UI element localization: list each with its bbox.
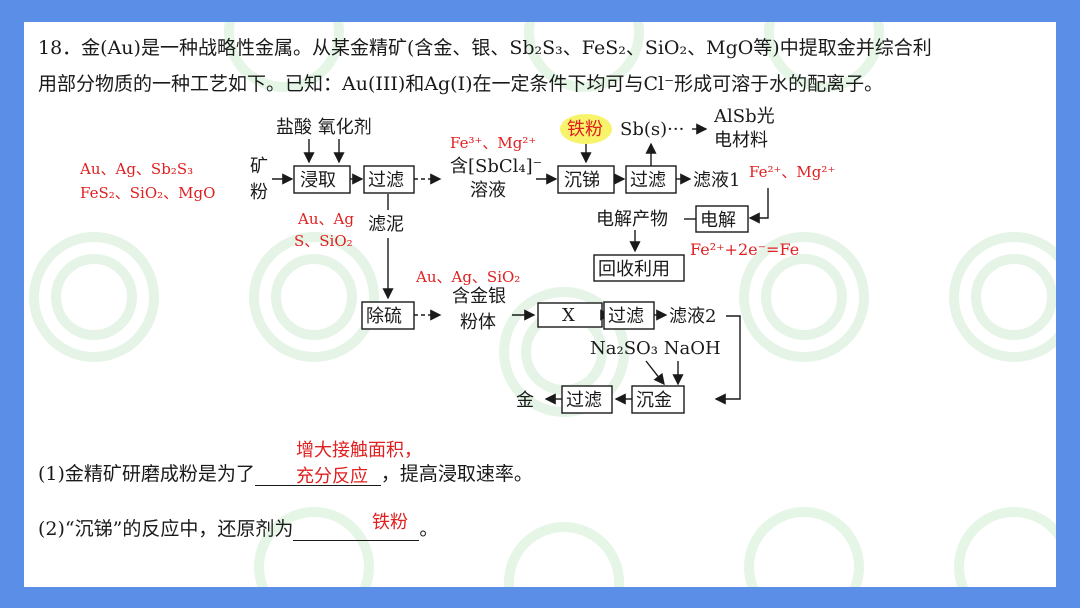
sludge-composition-2: S、SiO₂ [294, 232, 353, 250]
filtrate-1-label: 滤液1 [693, 170, 740, 191]
leachate-ions: Fe³⁺、Mg²⁺ [450, 134, 536, 152]
q1-blank[interactable] [254, 463, 381, 486]
q2-blank[interactable] [293, 518, 420, 541]
filtrate-2-label: 滤液2 [669, 306, 716, 327]
q1-answer-line2: 充分反应 [296, 466, 368, 487]
q2-suffix: 。 [419, 518, 439, 540]
question-1: (1)金精矿研磨成粉是为了 ，提高浸取速率。 [38, 459, 533, 486]
desulfurize-box: 除硫 [361, 301, 415, 330]
powder-label-2: 粉体 [460, 312, 496, 333]
ore-composition-line1: Au、Ag、Sb₂S₃ [79, 160, 193, 178]
ore-composition-line2: FeS₂、SiO₂、MgO [80, 184, 215, 202]
svg-text:过滤: 过滤 [368, 170, 404, 191]
question-2: (2)“沉锑”的反应中，还原剂为 。 [38, 514, 438, 541]
filter-box-1: 过滤 [363, 165, 415, 194]
svg-text:沉金: 沉金 [636, 390, 672, 411]
filter-box-2: 过滤 [625, 165, 677, 194]
q1-prefix: (1)金精矿研磨成粉是为了 [38, 463, 255, 485]
alsb-label-1: AlSb光 [713, 106, 775, 127]
solution-label-1: 含[SbCl₄]⁻ [450, 156, 542, 177]
precipitate-sb-box: 沉锑 [557, 165, 615, 194]
leach-box: 浸取 [293, 165, 351, 194]
reagents-hcl-oxidant: 盐酸 氧化剂 [276, 117, 372, 138]
svg-text:过滤: 过滤 [566, 390, 602, 411]
x-box: X [537, 302, 603, 328]
ore-label-2: 粉 [250, 182, 268, 203]
question-line-2: 用部分物质的一种工艺如下。已知：Au(III)和Ag(I)在一定条件下均可与Cl… [38, 73, 884, 95]
reagents-na2so3-naoh: Na₂SO₃ NaOH [590, 338, 721, 359]
svg-text:过滤: 过滤 [630, 170, 666, 191]
svg-text:浸取: 浸取 [300, 170, 336, 191]
svg-text:电解: 电解 [700, 210, 736, 231]
process-flowchart: 盐酸 氧化剂 Au、Ag、Sb₂S₃ FeS₂、SiO₂、MgO 矿 粉 浸取 … [79, 106, 835, 414]
electrolysis-product-label: 电解产物 [596, 209, 668, 230]
svg-text:X: X [562, 305, 575, 326]
q2-prefix: (2)“沉锑”的反应中，还原剂为 [38, 518, 294, 540]
recycle-box: 回收利用 [593, 254, 685, 282]
filtrate-1-ions: Fe²⁺、Mg²⁺ [749, 163, 835, 181]
ore-label-1: 矿 [250, 156, 268, 177]
precipitate-au-box: 沉金 [631, 385, 685, 414]
electrolysis-box: 电解 [695, 205, 749, 233]
sb-solid-label: Sb(s)··· [620, 119, 684, 140]
sludge-composition-1: Au、Ag [297, 210, 354, 228]
desulfurized-composition: Au、Ag、SiO₂ [415, 268, 520, 286]
iron-powder-label: 铁粉 [567, 119, 603, 140]
sludge-label: 滤泥 [368, 214, 404, 235]
q1-suffix: ，提高浸取速率。 [380, 463, 533, 485]
svg-text:过滤: 过滤 [608, 306, 644, 327]
filter-box-4: 过滤 [561, 385, 613, 414]
svg-text:沉锑: 沉锑 [564, 170, 600, 191]
solution-label-2: 溶液 [470, 180, 506, 201]
question-line-1: 18．金(Au)是一种战略性金属。从某金精矿(含金、银、Sb₂S₃、FeS₂、S… [38, 37, 932, 59]
svg-text:回收利用: 回收利用 [598, 259, 670, 280]
gold-label: 金 [516, 390, 534, 411]
q1-answer-line1: 增大接触面积， [296, 440, 422, 461]
alsb-label-2: 电材料 [714, 130, 768, 151]
powder-label-1: 含金银 [452, 286, 506, 307]
filter-box-3: 过滤 [603, 301, 655, 330]
q2-answer: 铁粉 [372, 512, 408, 533]
question-card: 18．金(Au)是一种战略性金属。从某金精矿(含金、银、Sb₂S₃、FeS₂、S… [24, 22, 1056, 587]
svg-text:除硫: 除硫 [366, 306, 402, 327]
iron-powder-highlight [560, 114, 612, 144]
electrolysis-equation: Fe²⁺+2e⁻=Fe [690, 240, 799, 259]
